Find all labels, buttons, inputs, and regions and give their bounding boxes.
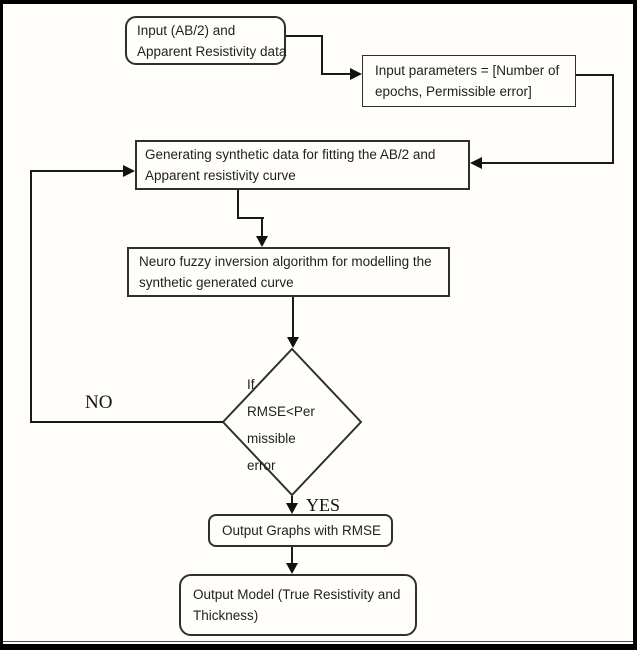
arrowhead-down-icon: [286, 563, 298, 574]
decision-line3: missible: [247, 431, 296, 446]
connector-no-loop-v: [30, 170, 32, 423]
connector-inputdata-params-h2: [321, 73, 351, 75]
node-input-data: Input (AB/2) and Apparent Resistivity da…: [125, 16, 286, 65]
node-input-params: Input parameters = [Number of epochs, Pe…: [362, 55, 576, 107]
node-decision-text: If RMSE<Per missible error: [247, 371, 347, 479]
branch-label-yes: YES: [306, 495, 341, 515]
connector-inputdata-params-v: [321, 35, 323, 75]
decision-line4: error: [247, 458, 276, 473]
arrowhead-right-icon: [350, 68, 362, 80]
frame-inner-hairline: [3, 641, 633, 642]
arrowhead-down-icon: [256, 236, 268, 247]
node-generate-line1: Generating synthetic data for fitting th…: [145, 147, 436, 162]
arrowhead-down-icon: [287, 337, 299, 348]
node-input-params-line2: epochs, Permissible error]: [375, 84, 532, 99]
arrowhead-left-icon: [470, 157, 482, 169]
frame-right: [633, 0, 637, 650]
connector-params-generate-v: [612, 74, 614, 164]
decision-line2: RMSE<Per: [247, 404, 315, 419]
connector-no-loop-h1: [30, 421, 223, 423]
connector-generate-inversion-v2: [261, 217, 263, 238]
node-input-data-line2: Apparent Resistivity data: [137, 43, 287, 59]
node-inversion-line2: synthetic generated curve: [139, 275, 294, 290]
branch-label-no: NO: [85, 392, 113, 413]
frame-left: [0, 0, 3, 650]
connector-params-generate-h2: [482, 162, 614, 164]
arrowhead-right-icon: [123, 165, 135, 177]
frame-bottom: [0, 644, 637, 650]
frame-top: [0, 0, 637, 4]
node-output-graphs: Output Graphs with RMSE: [208, 514, 393, 547]
node-generate-synthetic: Generating synthetic data for fitting th…: [135, 140, 470, 190]
connector-generate-inversion-v1: [237, 190, 239, 219]
node-inversion-line1: Neuro fuzzy inversion algorithm for mode…: [139, 254, 432, 269]
node-input-params-line1: Input parameters = [Number of: [375, 63, 560, 78]
node-output-model: Output Model (True Resistivity and Thick…: [179, 574, 417, 636]
connector-yes-v: [291, 496, 293, 504]
connector-generate-inversion-h: [237, 217, 264, 219]
node-input-data-line1: Input (AB/2) and: [137, 22, 236, 38]
node-output-model-line2: Thickness): [193, 608, 259, 623]
node-output-graphs-line1: Output Graphs with RMSE: [222, 523, 382, 538]
arrowhead-down-icon: [286, 503, 298, 514]
connector-inputdata-params-h1: [286, 35, 323, 37]
connector-no-loop-h2: [30, 170, 123, 172]
node-generate-line2: Apparent resistivity curve: [145, 168, 296, 183]
decision-diamond-shape: [222, 348, 362, 496]
node-decision: If RMSE<Per missible error: [222, 348, 362, 496]
connector-params-generate-h1: [576, 74, 614, 76]
node-inversion: Neuro fuzzy inversion algorithm for mode…: [127, 247, 450, 297]
decision-line1: If: [247, 377, 255, 392]
connector-inversion-decision-v: [292, 297, 294, 338]
node-output-model-line1: Output Model (True Resistivity and: [193, 587, 401, 602]
connector-graphs-model-v: [291, 547, 293, 564]
